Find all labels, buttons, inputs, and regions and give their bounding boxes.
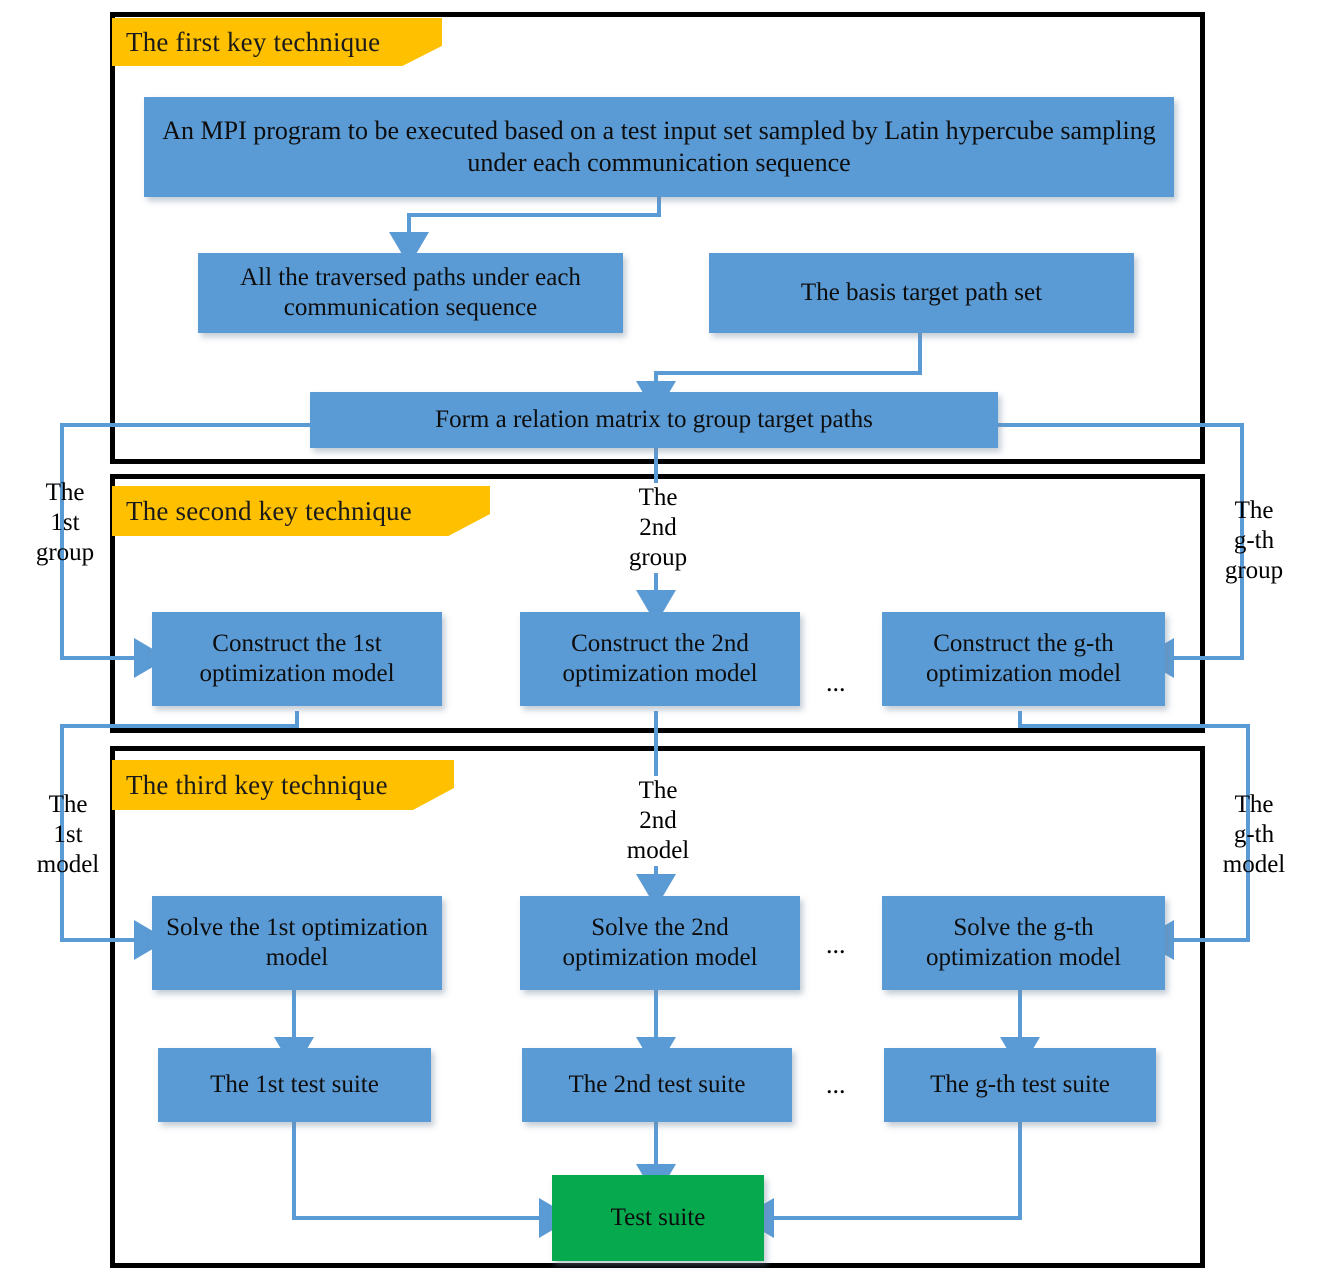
box-solve-1st-model: Solve the 1st optimization model [152, 896, 442, 990]
box-solve-2nd-model-label: Solve the 2nd optimization model [562, 913, 758, 972]
box-solve-2nd-model: Solve the 2nd optimization model [520, 896, 800, 990]
box-traversed-paths: All the traversed paths under each commu… [198, 253, 623, 333]
box-construct-2nd-model-label: Construct the 2nd optimization model [562, 629, 758, 688]
banner-third-label: The third key technique [126, 769, 388, 800]
box-final-test-suite: Test suite [552, 1175, 764, 1261]
box-relation-matrix-label: Form a relation matrix to group target p… [435, 405, 873, 433]
box-gth-test-suite-label: The g-th test suite [930, 1070, 1110, 1098]
box-basis-target-path-set-label: The basis target path set [800, 278, 1043, 306]
box-2nd-test-suite: The 2nd test suite [522, 1048, 792, 1122]
box-2nd-test-suite-label: The 2nd test suite [568, 1070, 746, 1098]
box-solve-1st-model-label: Solve the 1st optimization model [166, 913, 428, 972]
ellipsis-construct-row: ... [826, 668, 846, 697]
box-1st-test-suite-label: The 1st test suite [210, 1070, 379, 1098]
box-gth-test-suite: The g-th test suite [884, 1048, 1156, 1122]
edge-label-1st-group: The 1st group [35, 479, 95, 566]
banner-first-label: The first key technique [126, 26, 381, 57]
box-final-test-suite-label: Test suite [610, 1203, 706, 1231]
box-mpi-program: An MPI program to be executed based on a… [144, 97, 1174, 197]
box-1st-test-suite: The 1st test suite [158, 1048, 431, 1122]
ellipsis-suite-row: ... [826, 1070, 846, 1099]
box-construct-gth-model: Construct the g-th optimization model [882, 612, 1165, 706]
ellipsis-solve-row: ... [826, 930, 846, 959]
box-solve-gth-model: Solve the g-th optimization model [882, 896, 1165, 990]
box-construct-1st-model: Construct the 1st optimization model [152, 612, 442, 706]
box-relation-matrix: Form a relation matrix to group target p… [310, 392, 998, 448]
box-mpi-program-label: An MPI program to be executed based on a… [162, 116, 1156, 177]
box-construct-2nd-model: Construct the 2nd optimization model [520, 612, 800, 706]
edge-label-gth-group: The g-th group [1224, 497, 1284, 584]
edge-label-gth-model: The g-th model [1222, 791, 1286, 878]
box-construct-gth-model-label: Construct the g-th optimization model [925, 629, 1122, 688]
banner-second-label: The second key technique [126, 495, 412, 526]
box-basis-target-path-set: The basis target path set [709, 253, 1134, 333]
banner-third-key-technique: The third key technique [112, 760, 454, 810]
banner-second-key-technique: The second key technique [112, 486, 490, 536]
edge-label-1st-model: The 1st model [36, 791, 100, 878]
edge-label-2nd-group: The 2nd group [612, 483, 704, 573]
box-traversed-paths-label: All the traversed paths under each commu… [240, 263, 581, 322]
box-solve-gth-model-label: Solve the g-th optimization model [925, 913, 1122, 972]
edge-label-2nd-model: The 2nd model [612, 776, 704, 866]
box-construct-1st-model-label: Construct the 1st optimization model [199, 629, 395, 688]
banner-first-key-technique: The first key technique [112, 18, 442, 66]
